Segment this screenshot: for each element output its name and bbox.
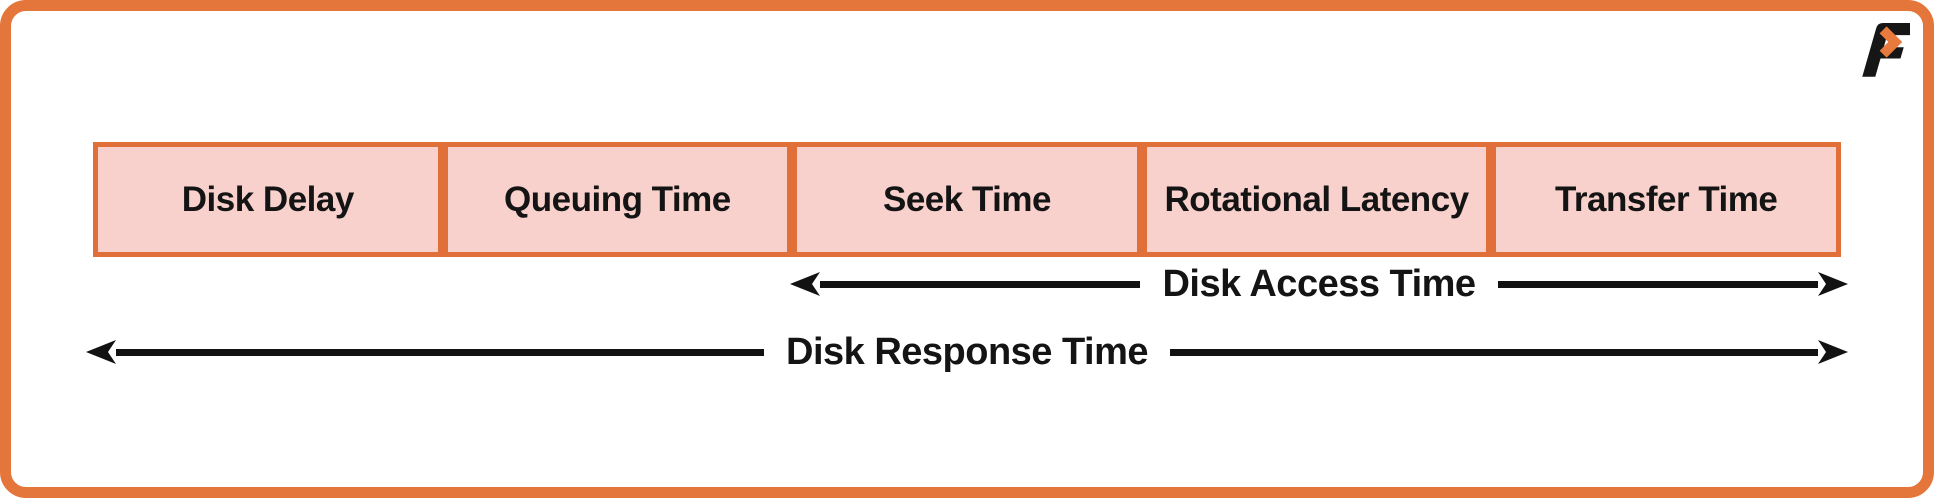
disk-response-time-label: Disk Response Time — [786, 330, 1149, 373]
segment-queuing-time: Queuing Time — [442, 142, 793, 257]
arrow-line — [1170, 348, 1819, 356]
segment-rotational-latency: Rotational Latency — [1141, 142, 1492, 257]
arrowhead-right-icon — [1818, 340, 1849, 364]
arrowhead-right-icon — [1818, 272, 1848, 296]
segment-disk-delay: Disk Delay — [93, 142, 443, 257]
disk-access-time-arrow: Disk Access Time — [790, 263, 1848, 305]
arrow-line — [1497, 280, 1818, 288]
arrowhead-left-icon — [790, 272, 820, 296]
disk-response-time-arrow: Disk Response Time — [86, 331, 1849, 373]
disk-access-time-label: Disk Access Time — [1162, 262, 1476, 305]
arrow-line — [820, 280, 1141, 288]
segment-transfer-time: Transfer Time — [1491, 142, 1841, 257]
arrowhead-left-icon — [86, 340, 116, 364]
timeline-row: Disk Delay Queuing Time Seek Time Rotati… — [93, 142, 1841, 257]
brand-logo-f-arrow-icon — [1862, 22, 1910, 77]
logo-chevron-icon — [1879, 26, 1903, 58]
arrow-line — [116, 348, 764, 356]
segment-seek-time: Seek Time — [792, 142, 1142, 257]
